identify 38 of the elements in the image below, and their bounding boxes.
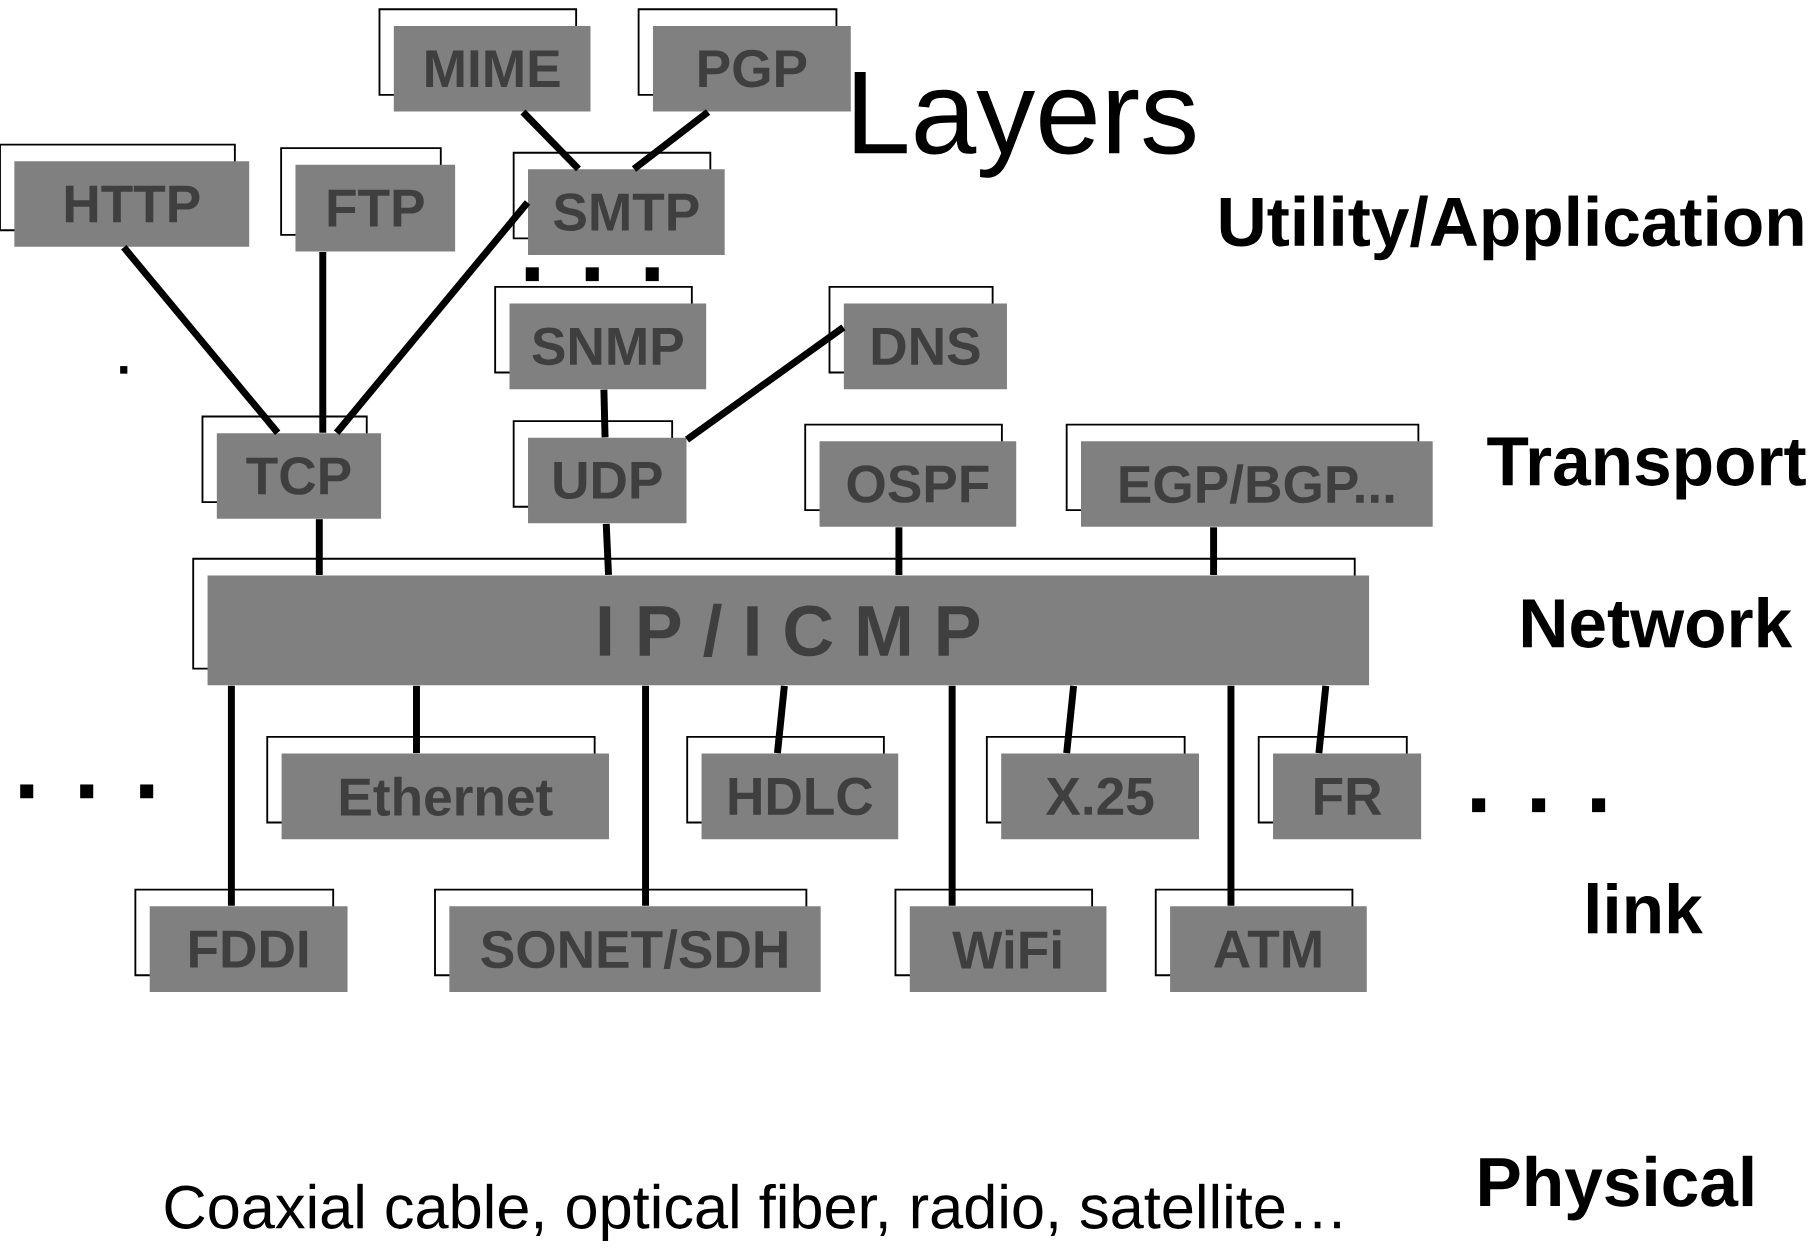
protocol-box: OSPF bbox=[804, 423, 1017, 527]
protocol-box: SMTP bbox=[512, 151, 725, 255]
protocol-box: MIME bbox=[378, 8, 591, 112]
protocol-box: EGP/BGP... bbox=[1065, 423, 1433, 527]
layer-label: link bbox=[1587, 882, 1703, 934]
title: Layers bbox=[854, 72, 1195, 178]
layer-label: Physical bbox=[1480, 1155, 1753, 1221]
protocol-box: FTP bbox=[280, 147, 456, 252]
protocol-box: FR bbox=[1257, 735, 1422, 840]
protocol-box: HTTP bbox=[0, 143, 250, 247]
protocol-box: TCP bbox=[201, 415, 382, 519]
layer-label: . bbox=[120, 365, 128, 374]
connector-line bbox=[334, 200, 531, 435]
protocol-box: HDLC bbox=[686, 735, 899, 840]
layer-label: . . . bbox=[1472, 798, 1606, 812]
layer-label: Coaxial cable, optical fiber, radio, satellite… bbox=[165, 1183, 1340, 1241]
protocol-box: I P / I C M P bbox=[192, 557, 1370, 686]
layer-label: Network bbox=[1522, 596, 1793, 648]
protocol-box: FDDI bbox=[134, 888, 348, 992]
protocol-box: WiFi bbox=[894, 888, 1107, 992]
protocol-box: ATM bbox=[1154, 888, 1367, 992]
connector-line bbox=[413, 685, 420, 753]
layer-label: Utility/Application bbox=[1220, 195, 1803, 261]
layer-label: . . . bbox=[525, 267, 659, 281]
layer-label: . . . bbox=[20, 784, 154, 799]
protocol-box: Ethernet bbox=[266, 735, 609, 840]
connector-line bbox=[1063, 685, 1078, 754]
connector-line bbox=[600, 389, 609, 438]
protocol-box: SONET/SDH bbox=[434, 888, 821, 992]
connector-line bbox=[121, 245, 281, 435]
layer-label: Transport bbox=[1487, 437, 1806, 500]
protocol-box: SNMP bbox=[494, 285, 707, 390]
protocol-box: X.25 bbox=[985, 735, 1199, 840]
protocol-box: PGP bbox=[637, 8, 851, 112]
protocol-box: DNS bbox=[828, 285, 1007, 390]
connector-line bbox=[774, 685, 788, 754]
protocol-box: UDP bbox=[512, 420, 687, 524]
connector-line bbox=[1315, 685, 1330, 754]
